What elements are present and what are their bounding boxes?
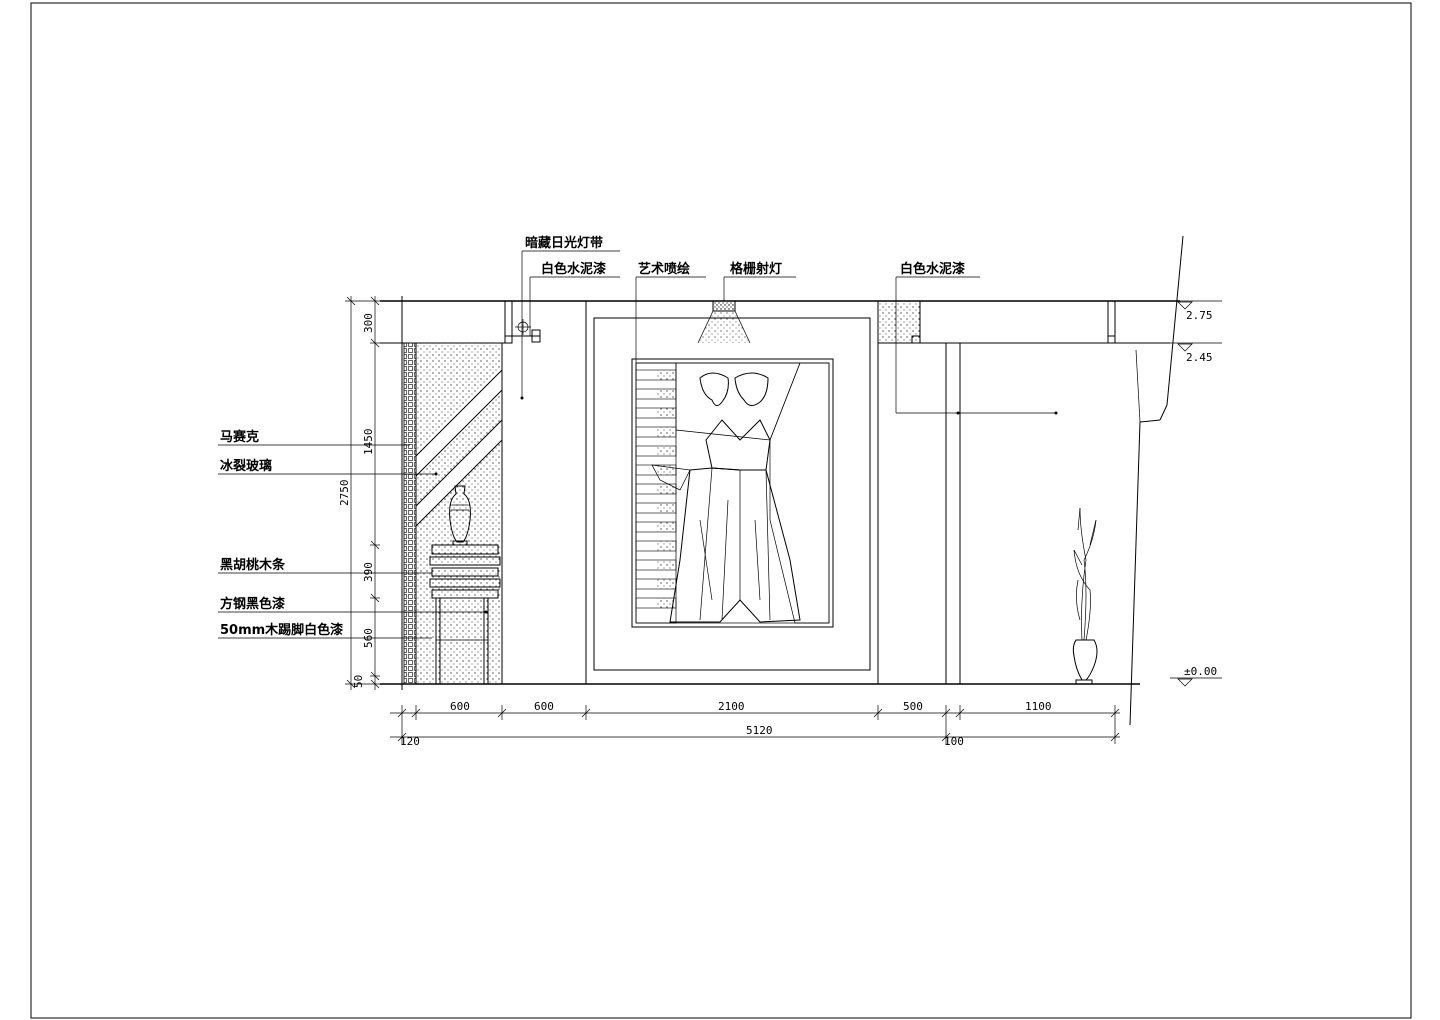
dim-390: 390 xyxy=(362,562,375,582)
dim-2750: 2750 xyxy=(338,480,351,507)
mosaic-strip xyxy=(403,342,417,685)
vertical-dimensions xyxy=(345,296,380,690)
left-leaders xyxy=(218,444,488,639)
label-white-paint-left: 白色水泥漆 xyxy=(541,261,606,277)
art-stripe-fill xyxy=(656,465,674,475)
level-markers xyxy=(1170,300,1222,687)
art-stripe-fill xyxy=(656,408,674,418)
art-stripe-fill xyxy=(656,427,674,437)
label-crackle-glass: 冰裂玻璃 xyxy=(220,458,272,474)
dim-1450: 1450 xyxy=(362,429,375,456)
dim-2100: 2100 xyxy=(718,700,745,713)
art-stripe-fill xyxy=(656,598,674,608)
level-2-45: 2.45 xyxy=(1186,351,1213,364)
art-stripe-fill xyxy=(656,541,674,551)
label-mosaic: 马赛克 xyxy=(220,429,259,445)
art-stripes xyxy=(635,369,677,609)
dim-500: 500 xyxy=(903,700,923,713)
art-stripe-fill xyxy=(656,522,674,532)
vase-left xyxy=(449,485,471,546)
label-walnut-strip: 黑胡桃木条 xyxy=(220,557,286,573)
art-stripe-fill xyxy=(656,446,674,456)
ceiling-structure xyxy=(380,300,1180,344)
walls xyxy=(401,235,1184,726)
dim-560: 560 xyxy=(362,628,375,648)
horizontal-dimensions xyxy=(390,705,1120,744)
sheet-border xyxy=(30,2,1412,1019)
top-leaders xyxy=(520,250,1058,415)
label-white-paint-right: 白色水泥漆 xyxy=(900,261,965,277)
dim-600-a: 600 xyxy=(450,700,470,713)
label-art-painting: 艺术喷绘 xyxy=(638,261,690,277)
label-steel-black: 方钢黑色漆 xyxy=(220,596,285,612)
level-0-00: ±0.00 xyxy=(1184,665,1217,678)
label-hidden-light: 暗藏日光灯带 xyxy=(525,235,603,251)
label-skirting: 50mm木踢脚白色漆 xyxy=(220,622,343,638)
dim-100: 100 xyxy=(944,735,964,748)
dim-300: 300 xyxy=(362,313,375,333)
dim-50: 50 xyxy=(352,675,365,688)
art-stripe-fill xyxy=(656,484,674,494)
grille-spotlight xyxy=(697,300,751,344)
right-wall xyxy=(877,301,961,684)
art-frame xyxy=(593,317,871,671)
level-2-75: 2.75 xyxy=(1186,309,1213,322)
art-stripe-fill xyxy=(656,389,674,399)
crackle-glass-panel xyxy=(415,342,503,685)
dim-120: 120 xyxy=(400,735,420,748)
art-stripe-fill xyxy=(656,370,674,380)
dim-1100: 1100 xyxy=(1025,700,1052,713)
art-stripe-fill xyxy=(656,560,674,570)
dim-600-b: 600 xyxy=(534,700,554,713)
art-stripe-fill xyxy=(656,579,674,589)
label-grille-light: 格栅射灯 xyxy=(730,261,782,277)
dim-5120: 5120 xyxy=(746,724,773,737)
art-painting xyxy=(651,362,830,624)
vase-right xyxy=(1072,507,1098,685)
art-stripe-fill xyxy=(656,503,674,513)
